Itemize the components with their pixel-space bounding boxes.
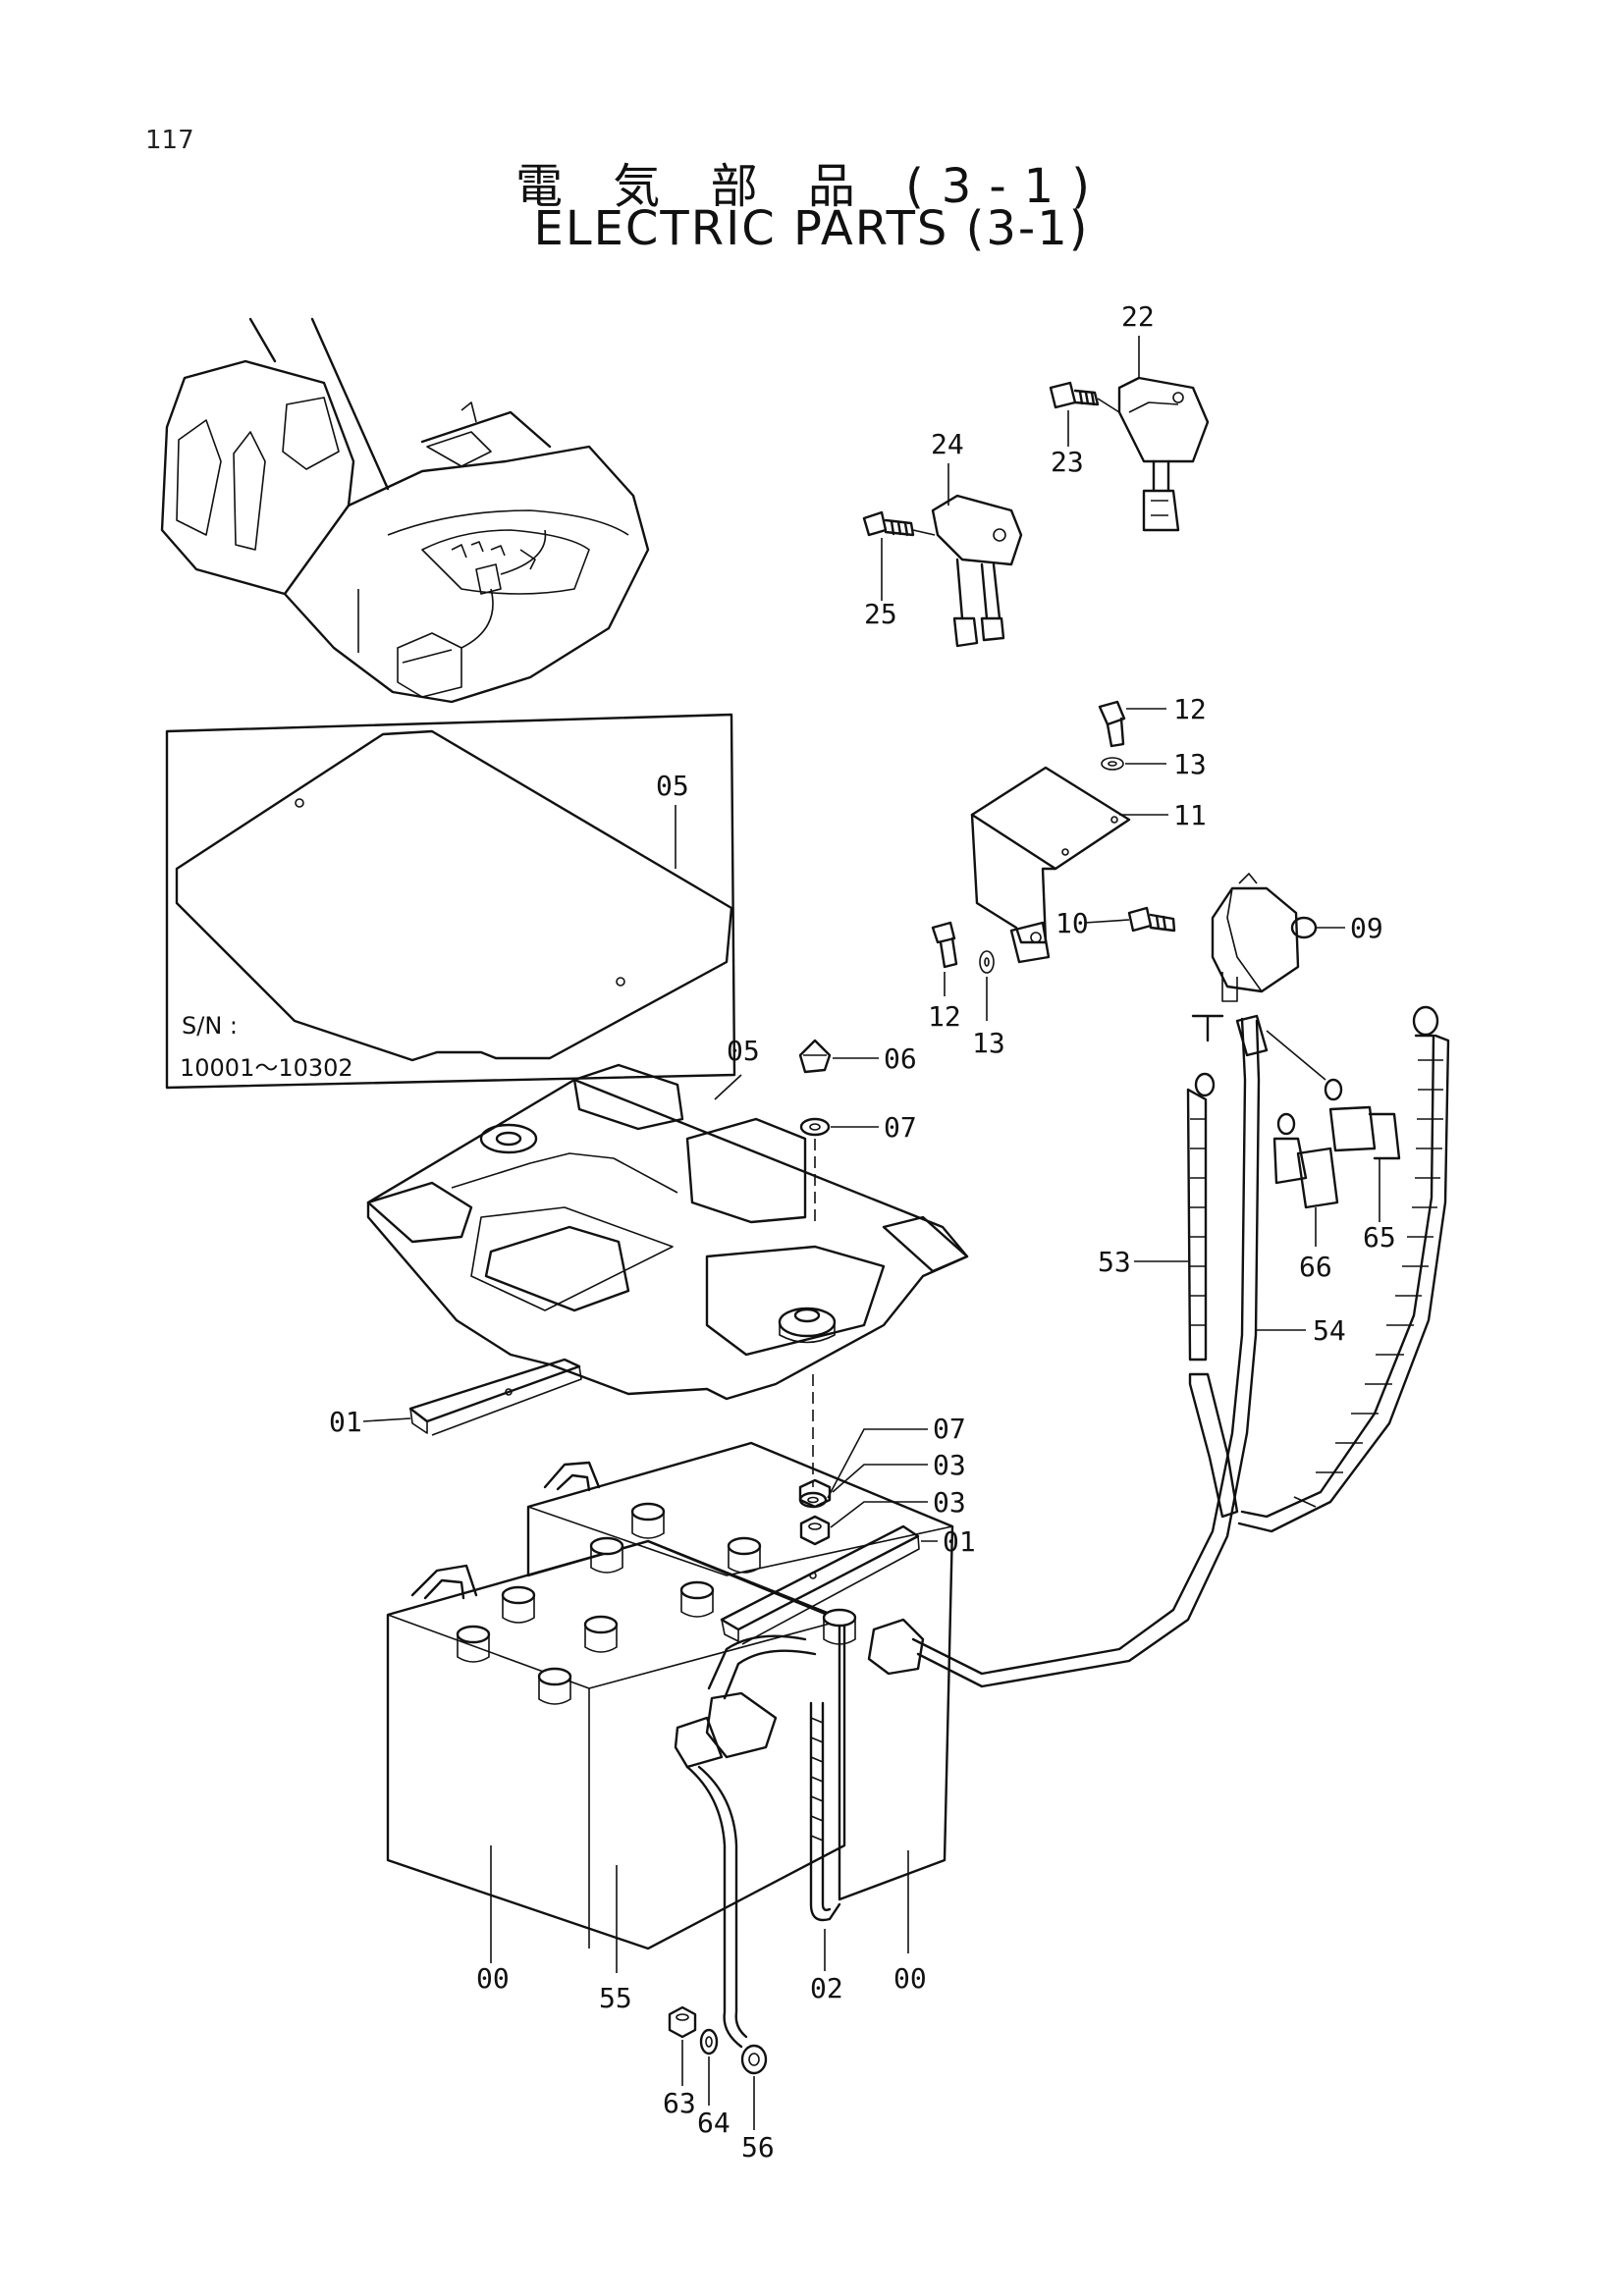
callout-07-upper: 07: [884, 1111, 917, 1144]
callout-13-upper: 13: [1173, 748, 1207, 780]
part-23-screw: [1049, 381, 1120, 413]
callout-05-inset: 05: [656, 770, 689, 802]
callout-03-lower: 03: [933, 1486, 966, 1519]
part-06-wing-nut: [798, 1039, 879, 1074]
part-02-earth-cable: [809, 1701, 841, 1971]
part-22-relay: [1117, 376, 1210, 532]
part-07-washer-lower: [798, 1374, 928, 1509]
callout-23: 23: [1051, 446, 1084, 478]
part-00-battery-right: [526, 1441, 954, 1953]
part-54-cable: [911, 1017, 1306, 1688]
part-03-nut-lower: [799, 1501, 928, 1546]
part-11-bracket: [970, 766, 1131, 964]
part-12-bolt-upper: [1098, 700, 1166, 748]
serial-number-label: S/N :: [182, 1012, 238, 1040]
callout-03-upper: 03: [933, 1449, 966, 1481]
part-07-washer-upper: [799, 1117, 879, 1227]
callout-13-lower: 13: [972, 1027, 1005, 1059]
callout-07-lower: 07: [933, 1413, 966, 1445]
callout-12-upper: 12: [1173, 693, 1207, 725]
callout-05-tray: 05: [727, 1035, 760, 1067]
callout-labels: 22 23 24 25 12 13 11 10 09 12 13 05 05 0…: [329, 300, 1396, 2163]
serial-number-range: 10001～10302: [180, 1054, 353, 1082]
part-55-jumper-cable: [616, 1634, 817, 1973]
part-66-connector: [1272, 1112, 1339, 1247]
excavator-overview-illustration: [160, 317, 650, 704]
callout-09: 09: [1350, 912, 1383, 944]
callout-56: 56: [741, 2131, 775, 2163]
callout-53: 53: [1098, 1246, 1131, 1278]
callout-02: 02: [810, 1972, 843, 2004]
part-05-battery-tray: [366, 1063, 969, 1401]
serial-number-inset-box: [165, 713, 736, 1090]
part-13-washer-lower: [979, 950, 995, 1021]
callout-10: 10: [1055, 907, 1089, 939]
callout-54: 54: [1313, 1314, 1346, 1347]
part-24-resistor: [931, 494, 1023, 648]
part-64-washer: [699, 2028, 719, 2106]
callout-63: 63: [663, 2087, 696, 2119]
callout-66: 66: [1299, 1251, 1332, 1283]
part-25-screw: [862, 510, 936, 537]
callout-12-lower: 12: [928, 1000, 961, 1033]
callout-55: 55: [599, 1982, 632, 2014]
part-56-terminal-cable: [685, 1765, 768, 2130]
callout-65: 65: [1363, 1221, 1396, 1254]
part-10-screw: [1084, 906, 1176, 933]
part-12-bolt-lower: [931, 921, 958, 996]
callout-25: 25: [864, 598, 897, 630]
callout-22: 22: [1121, 300, 1155, 333]
callout-64: 64: [697, 2107, 730, 2139]
page-number: 117: [145, 126, 194, 155]
callout-06: 06: [884, 1042, 917, 1075]
part-01-hold-rod-left: [362, 1358, 582, 1436]
part-63-nut: [668, 2005, 697, 2086]
callout-00-left: 00: [476, 1962, 510, 1995]
callout-11: 11: [1173, 799, 1207, 831]
part-53-cable-with-tube: [1134, 1014, 1239, 1519]
part-65-connector: [1235, 1014, 1401, 1222]
battery-left-caps: [456, 1585, 619, 1705]
part-03-nut-upper: [798, 1464, 928, 1509]
cable-right-coiled: [1237, 1005, 1450, 1533]
callout-01-right: 01: [943, 1525, 976, 1558]
callout-24: 24: [931, 428, 964, 460]
callout-01-left: 01: [329, 1406, 362, 1438]
callout-00-right: 00: [893, 1962, 927, 1995]
part-13-washer-upper: [1101, 757, 1166, 771]
title-japanese: 電 気 部 品 (3-1): [515, 159, 1108, 214]
battery-right-caps: [589, 1502, 857, 1645]
title-english: ELECTRIC PARTS (3-1): [533, 201, 1090, 256]
part-01-hold-rod-right: [720, 1524, 938, 1645]
part-09-battery-relay: [1211, 873, 1345, 1002]
